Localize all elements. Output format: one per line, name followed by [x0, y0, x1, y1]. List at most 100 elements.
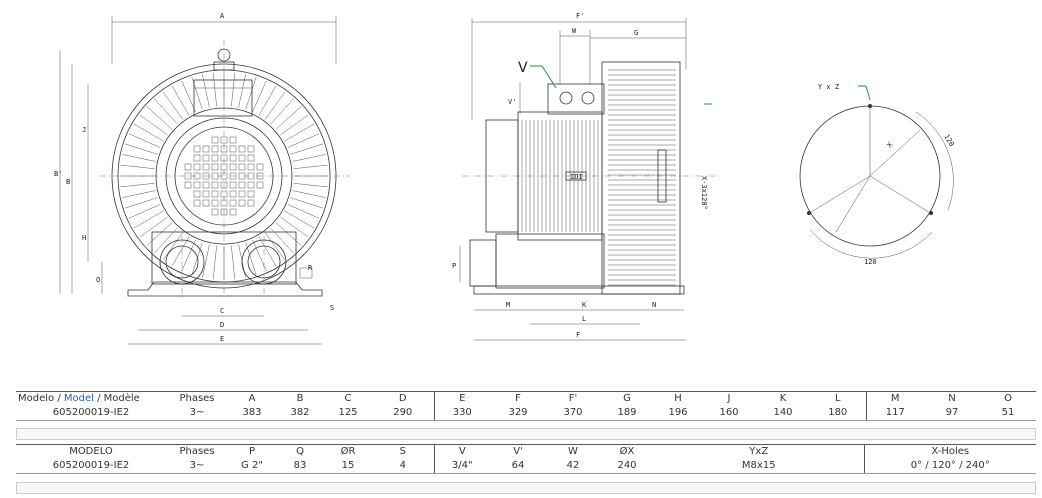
- value-cell: 180: [810, 406, 866, 421]
- header-cell: E: [433, 391, 490, 406]
- value-cell: 189: [600, 406, 654, 421]
- header-cell: G: [600, 391, 654, 406]
- dim-C: C: [220, 307, 224, 315]
- header-cell: V: [433, 444, 490, 459]
- header-cell: A: [228, 391, 276, 406]
- value-cell: 3~: [166, 406, 228, 421]
- header-cell: S: [372, 444, 434, 459]
- header-cell: O: [980, 391, 1036, 406]
- dim-F: F: [576, 331, 580, 339]
- specs-table-1: Modelo / Model / Modèle Phases A B C D E…: [16, 391, 1036, 421]
- header-cell: Phases: [166, 444, 228, 459]
- dim-P: P: [452, 262, 456, 270]
- value-cell: M8x15: [654, 459, 864, 474]
- table-1-header-row: Modelo / Model / Modèle Phases A B C D E…: [16, 391, 1036, 406]
- dim-L: L: [582, 315, 586, 323]
- value-cell: 0° / 120° / 240°: [863, 459, 1036, 474]
- model-cell: 605200019-IE2: [16, 406, 166, 421]
- label-X: X: [886, 140, 895, 149]
- label-angle-bottom: 120: [864, 258, 877, 266]
- header-cell: X-Holes: [863, 444, 1036, 459]
- header-cell: L: [810, 391, 866, 406]
- specs-table-2: MODELO Phases P Q ØR S V V' W ØX YxZ X-H…: [16, 444, 1036, 474]
- dim-D: D: [220, 321, 224, 329]
- motor-ribs: [521, 120, 599, 232]
- motor-vent-grid: [184, 136, 264, 216]
- value-cell: 290: [372, 406, 434, 421]
- table-row: 605200019-IE2 3~ G 2" 83 15 4 3/4" 64 42…: [16, 459, 1036, 474]
- label-YxZ: Y x Z: [818, 83, 839, 91]
- table-row: 605200019-IE2 3~ 383 382 125 290 330 329…: [16, 406, 1036, 421]
- side-view: IDI F' W G V V' P X-3x120°: [452, 12, 720, 341]
- dim-W: W: [572, 27, 577, 35]
- header-cell: F: [490, 391, 546, 406]
- value-cell: 329: [490, 406, 546, 421]
- header-cell: C: [324, 391, 372, 406]
- value-cell: 382: [276, 406, 324, 421]
- header-cell: M: [865, 391, 924, 406]
- header-cell: YxZ: [654, 444, 864, 459]
- value-cell: 3/4": [433, 459, 490, 474]
- header-cell: F': [546, 391, 600, 406]
- header-cell: B: [276, 391, 324, 406]
- dim-B: B: [66, 178, 70, 186]
- table-2-header-row: MODELO Phases P Q ØR S V V' W ØX YxZ X-H…: [16, 444, 1036, 459]
- value-cell: G 2": [228, 459, 276, 474]
- holes-note: X-3x120°: [700, 176, 708, 210]
- value-cell: 140: [756, 406, 810, 421]
- value-cell: 330: [433, 406, 490, 421]
- header-cell: V': [490, 444, 546, 459]
- value-cell: 383: [228, 406, 276, 421]
- model-header: Modelo / Model / Modèle: [16, 391, 166, 406]
- dim-M: M: [506, 301, 510, 309]
- dim-H: H: [82, 234, 86, 242]
- header-cell: J: [702, 391, 756, 406]
- value-cell: 64: [490, 459, 546, 474]
- value-cell: 117: [865, 406, 924, 421]
- value-cell: 97: [924, 406, 980, 421]
- header-cell: MODELO: [16, 444, 166, 459]
- flange-view: Y x Z X 120 120: [799, 83, 956, 266]
- dim-E: E: [220, 335, 224, 343]
- dim-K: K: [582, 301, 587, 309]
- table-spacer: [16, 428, 1036, 440]
- header-cell: Phases: [166, 391, 228, 406]
- front-view: A B' B J H O R S C D E: [54, 12, 350, 345]
- label-angle-top: 120: [942, 133, 955, 148]
- dim-N: N: [652, 301, 656, 309]
- value-cell: 83: [276, 459, 324, 474]
- dim-R: R: [308, 264, 313, 272]
- value-cell: 4: [372, 459, 434, 474]
- header-cell: H: [654, 391, 702, 406]
- dim-F-prime: F': [576, 12, 584, 20]
- header-cell: N: [924, 391, 980, 406]
- value-cell: 125: [324, 406, 372, 421]
- header-cell: ØR: [324, 444, 372, 459]
- dim-B-prime: B': [54, 170, 62, 178]
- value-cell: 51: [980, 406, 1036, 421]
- value-cell: 240: [600, 459, 654, 474]
- value-cell: 196: [654, 406, 702, 421]
- value-cell: 42: [546, 459, 600, 474]
- header-cell: K: [756, 391, 810, 406]
- header-cell: D: [372, 391, 434, 406]
- header-cell: P: [228, 444, 276, 459]
- value-cell: 15: [324, 459, 372, 474]
- header-cell: W: [546, 444, 600, 459]
- header-cell: Q: [276, 444, 324, 459]
- dim-A: A: [220, 12, 225, 20]
- label-V: V: [518, 60, 528, 76]
- cooling-fins: [120, 72, 328, 280]
- header-cell: ØX: [600, 444, 654, 459]
- dim-S: S: [330, 304, 334, 312]
- blower-fins: [608, 69, 676, 286]
- dim-G: G: [634, 29, 638, 37]
- value-cell: 370: [546, 406, 600, 421]
- value-cell: 3~: [166, 459, 228, 474]
- dim-O: O: [96, 276, 100, 284]
- model-cell: 605200019-IE2: [16, 459, 166, 474]
- dim-J: J: [82, 126, 86, 134]
- nameplate: IDI: [570, 173, 583, 181]
- technical-drawing: A B' B J H O R S C D E IDI: [54, 12, 956, 345]
- dim-V-prime: V': [508, 98, 516, 106]
